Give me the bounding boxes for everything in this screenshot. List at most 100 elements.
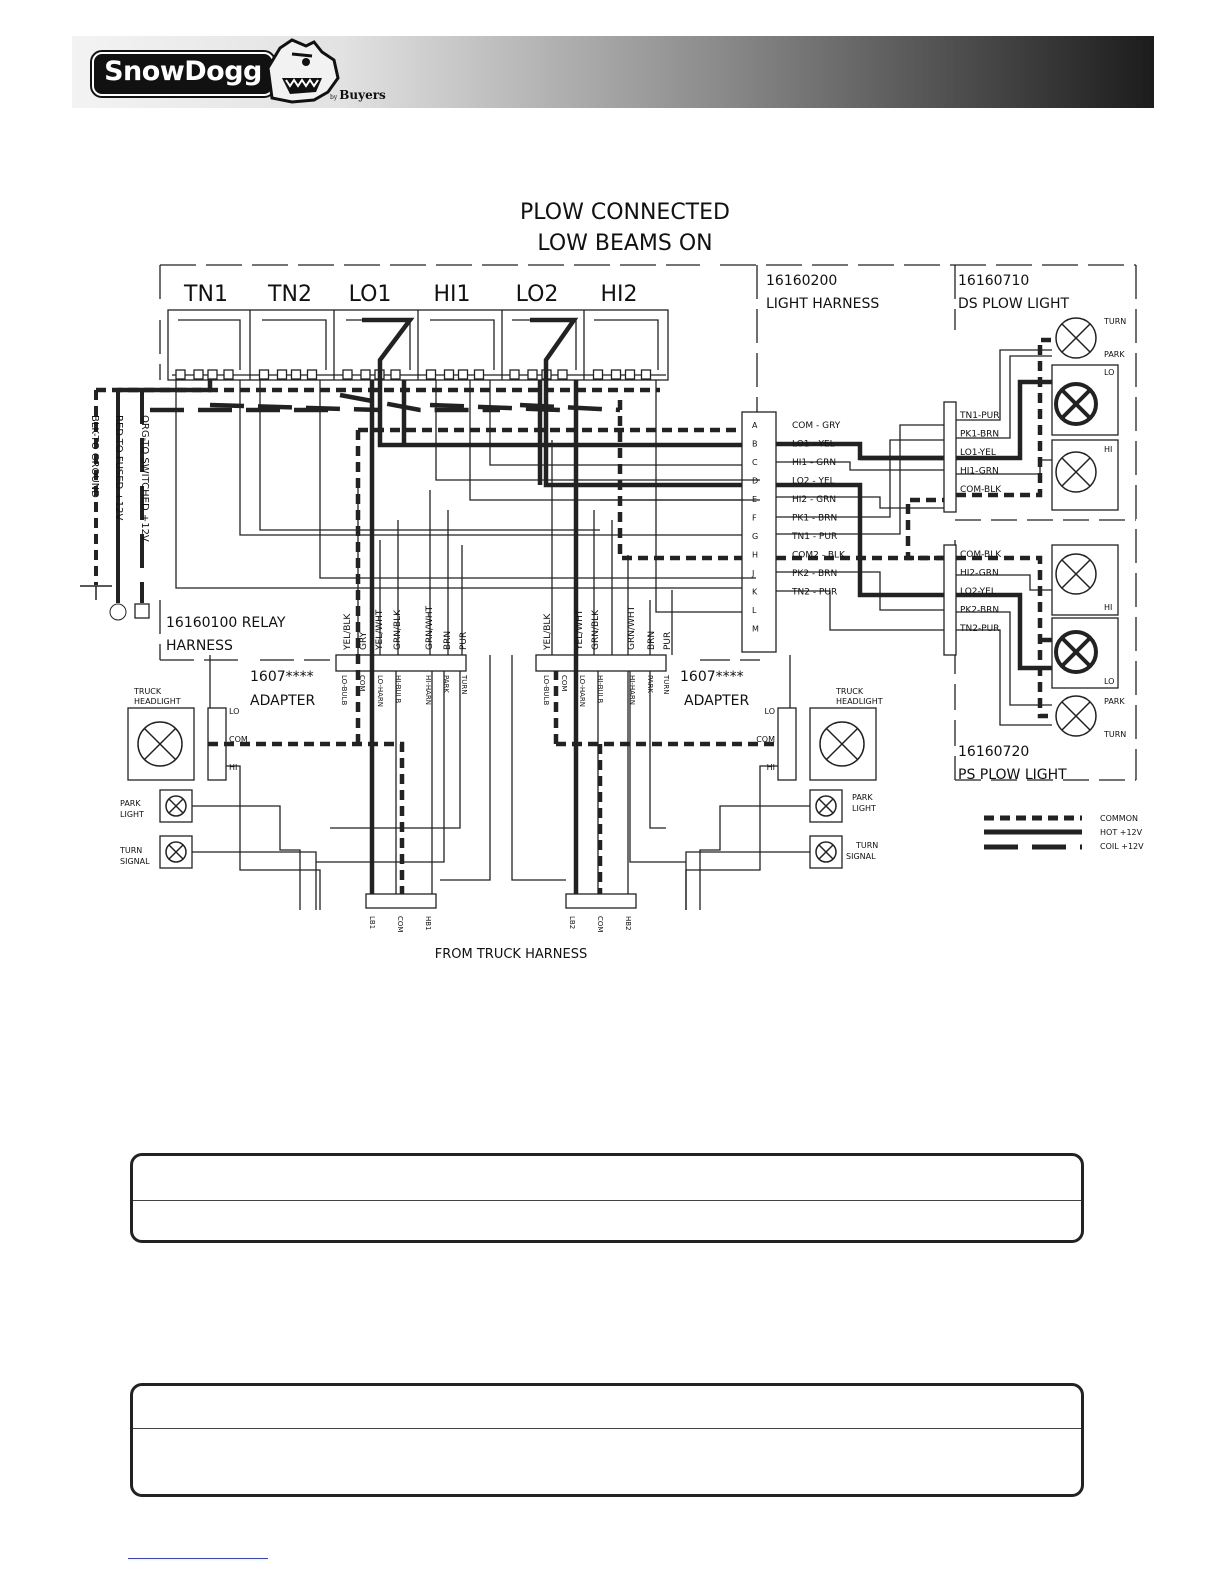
right-headlight-label-2: HEADLIGHT	[836, 697, 883, 706]
right-headlight-x2	[826, 728, 858, 760]
right-adapter-pin: PARK	[646, 675, 654, 693]
relay-terminal	[175, 369, 186, 380]
ps-lamp-park: PARK	[1104, 697, 1125, 706]
right-truck-pin: COM	[596, 916, 604, 932]
relay-terminal	[610, 369, 622, 380]
signal-wire	[489, 380, 742, 466]
ds-lamp-park: PARK	[1104, 350, 1125, 359]
right-park-label-2: LIGHT	[852, 804, 876, 813]
relay-label-lo1: LO1	[349, 282, 392, 307]
right-turn-lamp-x2	[818, 844, 834, 860]
connector-pin-d: D	[752, 477, 758, 486]
ps-connector-label: COM-BLK	[960, 550, 1002, 560]
signal-wire	[655, 380, 742, 613]
ps-plow-light-name: PS PLOW LIGHT	[958, 767, 1067, 783]
left-wire-label: GRY	[359, 631, 369, 650]
signal-wire	[511, 655, 566, 881]
brand-logo: SnowDogg	[92, 52, 274, 96]
connector-pin-l: L	[752, 606, 757, 615]
signal-wire	[776, 496, 944, 509]
fuse-terminal	[109, 603, 127, 621]
signal-wire	[776, 439, 944, 518]
ps-turn-lamp-x2	[1061, 701, 1091, 731]
relay-terminal	[306, 369, 318, 380]
left-wire-label: YEL/WHT	[375, 609, 385, 651]
relay-terminal	[509, 369, 520, 380]
left-adapter-pin: HI-BULB	[394, 675, 402, 703]
relay-terminal	[223, 369, 234, 380]
ds-turn-lamp-x2	[1061, 323, 1091, 353]
connector-pin-b: B	[752, 440, 758, 449]
diagram-title-line2: LOW BEAMS ON	[537, 231, 712, 256]
connector-label-f: PK1 - BRN	[792, 514, 837, 524]
right-adapter-pin: HI-BULB	[596, 675, 604, 703]
right-park-lamp-x2	[818, 798, 834, 814]
hot-wire	[530, 317, 742, 488]
light-harness-connector	[741, 411, 777, 653]
right-truck-connector	[565, 893, 637, 909]
left-adapter-pin: LO-HARN	[376, 675, 384, 707]
ps-lamp-lo: LO	[1104, 677, 1114, 686]
right-adapter-pin: HI-HARN	[628, 675, 636, 705]
connector-label-a: COM - GRY	[792, 421, 841, 431]
ds-connector-label: HI1-GRN	[960, 467, 999, 477]
signal-wire	[956, 349, 1052, 421]
left-adapter-connector	[335, 654, 467, 672]
relay-terminal	[390, 369, 401, 380]
hot-wire	[956, 592, 1052, 671]
relay-terminal	[193, 369, 204, 380]
common-wire	[208, 741, 405, 894]
right-headlight-pin: COM	[756, 735, 775, 744]
relay-label-hi2: HI2	[600, 282, 637, 307]
relay-terminal	[557, 369, 568, 380]
signal-wire	[192, 805, 301, 910]
ps-connector-label: TN2-PUR	[959, 624, 999, 634]
connector-pin-j: J	[751, 569, 754, 578]
connector-label-d: LO2 - YEL	[792, 477, 835, 487]
connector-pin-c: C	[752, 458, 758, 467]
right-wire-label: YEL/WHT	[575, 609, 585, 651]
signal-wire	[776, 461, 944, 471]
relay-terminal	[425, 369, 437, 380]
signal-wire	[469, 380, 742, 501]
right-park-label: PARK	[852, 793, 873, 802]
signal-wire	[699, 805, 810, 910]
note-box-2-divider	[133, 1428, 1081, 1429]
from-truck-harness: FROM TRUCK HARNESS	[435, 947, 587, 962]
common-wire	[905, 497, 944, 561]
ps-connector	[943, 544, 957, 656]
relay-terminal	[443, 369, 455, 380]
relay-label-tn2: TN2	[267, 282, 312, 307]
right-headlight-connector	[777, 707, 797, 781]
right-adapter-name: ADAPTER	[684, 693, 750, 709]
coil-wire	[519, 402, 621, 413]
right-wire-label: GRN/BLK	[591, 609, 601, 650]
ds-connector-label: TN1-PUR	[959, 411, 999, 421]
lead-ground: BLK-TO GROUND	[89, 415, 100, 498]
ds-lo-lamp-x2	[1060, 388, 1092, 420]
left-turn-label: TURN	[119, 846, 142, 855]
relay-label-lo2: LO2	[516, 282, 559, 307]
left-adapter-label: 1607****	[250, 669, 314, 685]
coil-wire	[339, 392, 500, 413]
right-wire-label: YEL/BLK	[543, 613, 553, 651]
left-park-lamp-x2	[168, 798, 184, 814]
ps-lo-lamp-x2	[1060, 636, 1092, 668]
left-wire-label: YEL/BLK	[343, 613, 353, 651]
left-adapter-pin: TURN	[460, 674, 468, 695]
left-headlight-pin: COM	[229, 735, 248, 744]
hot-wire	[776, 482, 944, 598]
signal-wire	[629, 671, 686, 863]
left-wire-label: GRN/WHT	[425, 605, 435, 650]
right-adapter-label: 1607****	[680, 669, 744, 685]
right-adapter-pin: COM	[560, 675, 568, 691]
left-adapter-pin: LO-BULB	[340, 675, 348, 705]
right-adapter-pin: LO-BULB	[542, 675, 550, 705]
ds-lamp-turn: TURN	[1103, 317, 1126, 326]
left-adapter-pin: HI-HARN	[424, 675, 432, 705]
brand-logo-text: SnowDogg	[104, 56, 262, 87]
connector-pin-e: E	[752, 495, 757, 504]
ds-lamp-lo: LO	[1104, 368, 1114, 377]
